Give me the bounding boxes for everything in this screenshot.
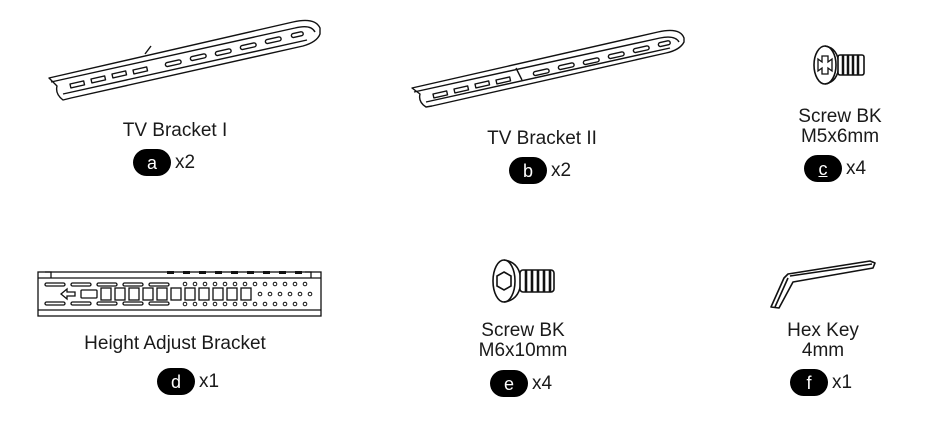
part-letter-badge: d (157, 368, 195, 395)
part-spec: 4mm (801, 340, 845, 361)
part-letter-badge: f (790, 369, 828, 396)
part-spec: M5x6mm (800, 126, 880, 147)
part-letter-badge: b (509, 157, 547, 184)
hex-screw-icon (492, 259, 555, 303)
tv-bracket-2-icon (411, 29, 685, 108)
part-quantity: x2 (551, 159, 572, 181)
hex-key-icon (770, 260, 876, 309)
phillips-screw-icon (813, 45, 865, 85)
part-name: TV Bracket I (122, 120, 228, 141)
part-quantity: x4 (846, 157, 867, 179)
part-letter-badge: c (804, 155, 842, 182)
part-letter-badge: e (490, 370, 528, 397)
part-name: Hex Key (787, 320, 859, 341)
part-name: TV Bracket II (487, 128, 597, 149)
part-spec: M6x10mm (478, 340, 568, 361)
part-name: Height Adjust Bracket (84, 333, 266, 354)
part-letter-badge: a (133, 149, 171, 176)
part-quantity: x1 (832, 371, 853, 393)
part-quantity: x4 (532, 372, 553, 394)
part-name: Screw BK (481, 320, 565, 341)
part-quantity: x1 (199, 370, 220, 392)
tv-bracket-1-icon (48, 19, 321, 101)
height-adjust-bracket-icon (37, 271, 322, 317)
part-quantity: x2 (175, 151, 196, 173)
part-name: Screw BK (798, 106, 882, 127)
